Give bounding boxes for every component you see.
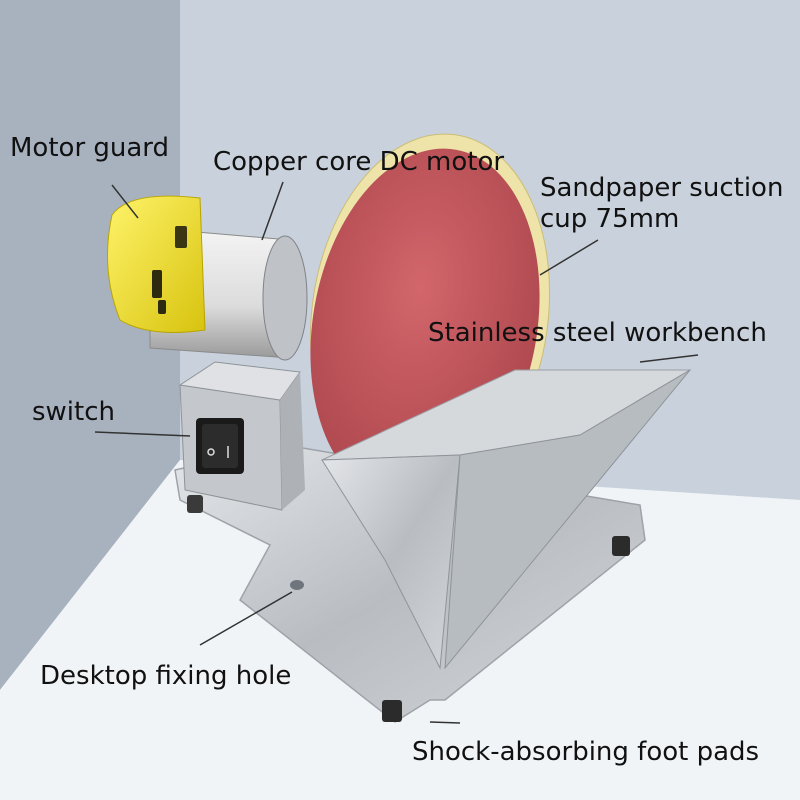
motor-box-side: [280, 372, 305, 510]
foot-pad: [612, 536, 630, 556]
fixing-hole: [290, 580, 304, 590]
label-motor-guard: Motor guard: [10, 133, 170, 163]
workbench-right: [444, 369, 691, 670]
label-suction-cup-line1: Sandpaper suction: [540, 173, 784, 203]
leader-lines: [94, 181, 699, 724]
workbench-front: [321, 454, 461, 670]
label-switch: switch: [32, 397, 116, 427]
label-dc-motor: Copper core DC motor: [213, 147, 505, 177]
foot-pad: [187, 495, 203, 513]
label-suction-cup-line2: cup 75mm: [540, 204, 680, 234]
switch-icon: [196, 418, 244, 474]
motor-flange: [262, 235, 308, 361]
label-workbench: Stainless steel workbench: [428, 318, 767, 348]
motor-guard: [107, 195, 206, 333]
label-foot-pads: Shock-absorbing foot pads: [412, 737, 760, 767]
foot-pad: [382, 700, 402, 722]
label-fixing-hole: Desktop fixing hole: [40, 661, 292, 691]
